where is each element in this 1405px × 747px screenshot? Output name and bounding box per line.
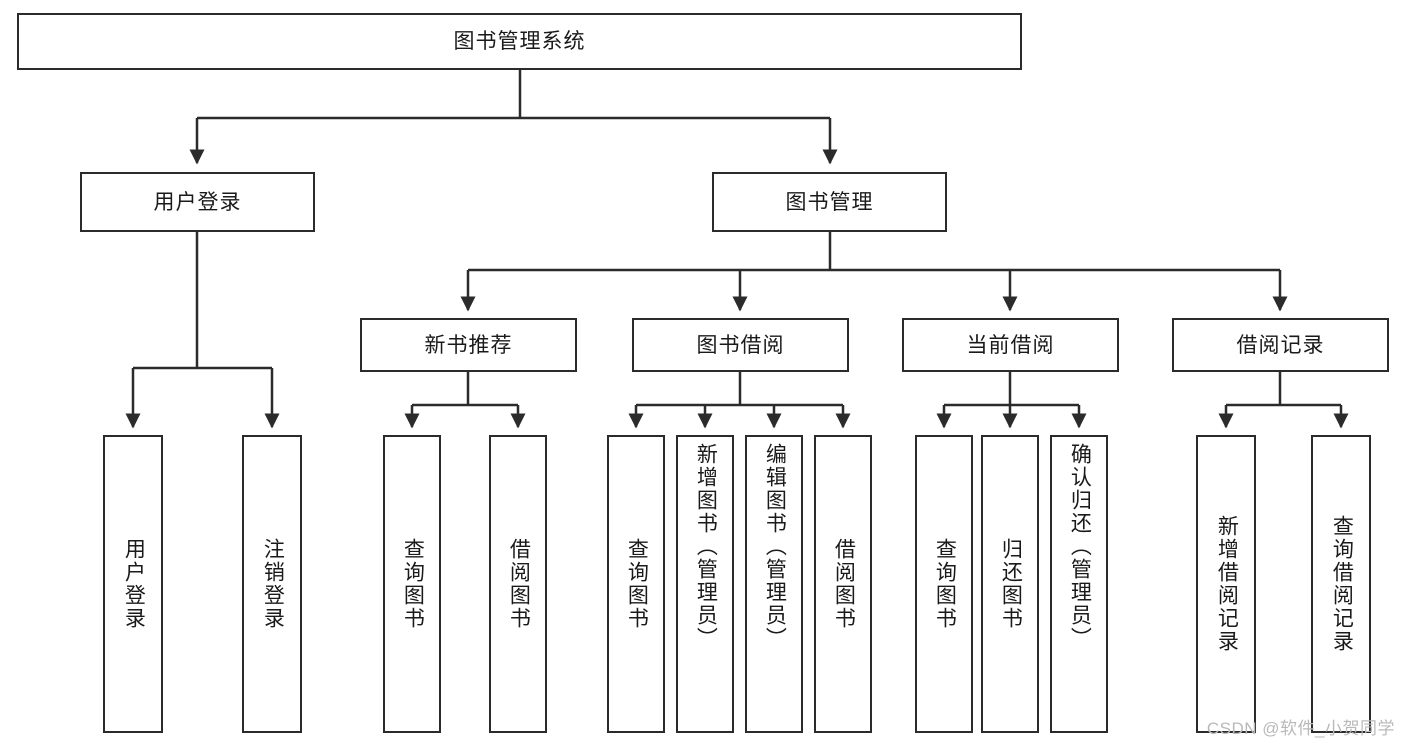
node-borrow-record[interactable]: 借阅记录 (1172, 318, 1389, 372)
leaf-borrow-add-book-admin[interactable]: 新增图书（管理员） (676, 435, 734, 733)
leaf-record-query-record[interactable]: 查询借阅记录 (1311, 435, 1371, 733)
node-new-book-recommend[interactable]: 新书推荐 (360, 318, 577, 372)
leaf-borrow-borrow-book[interactable]: 借阅图书 (814, 435, 872, 733)
leaf-user-login-login[interactable]: 用户登录 (103, 435, 163, 733)
leaf-current-confirm-return-admin[interactable]: 确认归还（管理员） (1050, 435, 1108, 733)
node-root-system[interactable]: 图书管理系统 (17, 13, 1022, 70)
node-book-borrow[interactable]: 图书借阅 (632, 318, 849, 372)
leaf-recommend-query-book[interactable]: 查询图书 (383, 435, 441, 733)
node-book-management[interactable]: 图书管理 (712, 172, 947, 232)
leaf-current-return-book[interactable]: 归还图书 (981, 435, 1039, 733)
csdn-watermark: CSDN @软件_小贺同学 (1206, 719, 1395, 738)
leaf-current-query-book[interactable]: 查询图书 (915, 435, 973, 733)
leaf-recommend-borrow-book[interactable]: 借阅图书 (489, 435, 547, 733)
leaf-user-login-logout[interactable]: 注销登录 (242, 435, 302, 733)
leaf-borrow-edit-book-admin[interactable]: 编辑图书（管理员） (745, 435, 803, 733)
node-user-login[interactable]: 用户登录 (80, 172, 315, 232)
leaf-record-add-record[interactable]: 新增借阅记录 (1196, 435, 1256, 733)
leaf-borrow-query-book[interactable]: 查询图书 (607, 435, 665, 733)
node-current-borrow[interactable]: 当前借阅 (902, 318, 1119, 372)
